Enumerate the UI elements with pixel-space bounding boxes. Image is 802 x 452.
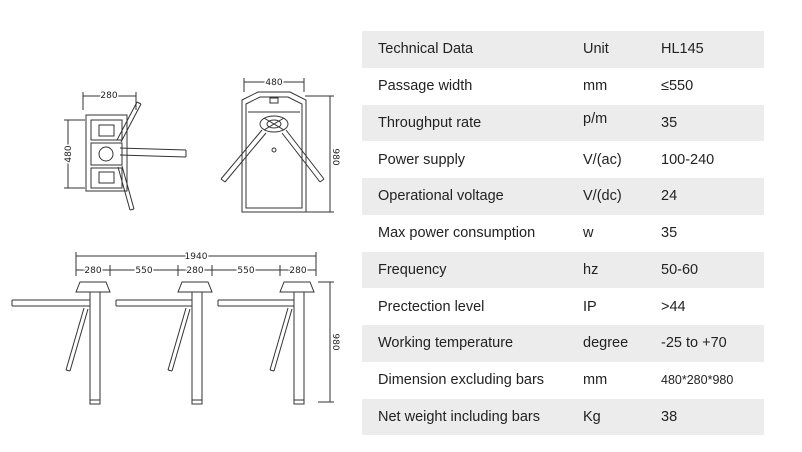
row-unit: w [583,225,594,242]
row-value: 50-60 [661,251,764,289]
row-unit: Kg [583,398,661,436]
row-name: Working temperature [362,325,583,362]
top-view-width-label: 280 [100,91,117,101]
top-view-height-label: 480 [64,145,74,162]
layout-segment-1-label: 280 [84,266,101,276]
row-unit: V/(dc) [583,178,661,215]
layout-segment-2-label: 550 [135,266,152,276]
row-name: Frequency [362,251,583,289]
layout-total-label: 1940 [185,252,208,262]
row-unit: degree [583,325,661,362]
table-row: Prectection level IP >44 [362,288,764,325]
front-view-width-label: 480 [265,78,282,88]
row-unit: mm [583,78,608,95]
row-unit: mm [583,372,608,389]
row-value: 480*280*980 [661,373,734,388]
table-row: Net weight including bars Kg 38 [362,398,764,436]
row-name: Power supply [378,151,466,168]
header-name: Technical Data [362,31,583,68]
technical-data-table: Technical Data Unit HL145 Passage width … [362,31,764,436]
table-row: Working temperature degree -25 to +70 [362,325,764,362]
row-name: Passage width [378,78,473,95]
layout-segment-3-label: 280 [186,266,203,276]
row-name: Prectection level [378,298,485,315]
row-unit: p/m [583,104,661,142]
top-view-drawing [64,92,187,211]
row-unit: hz [583,251,661,289]
row-value: ≤550 [661,78,694,95]
row-value: 38 [661,398,764,436]
table-row: Passage width mm ≤550 [362,68,764,105]
row-value: -25 to +70 [661,325,764,362]
table-row: Power supply V/(ac) 100-240 [362,141,764,178]
table-row: Max power consumption w 35 [362,215,764,252]
row-unit: IP [583,298,597,315]
layout-segment-5-label: 280 [289,266,306,276]
header-unit: Unit [583,31,661,68]
row-unit: V/(ac) [583,151,622,168]
row-value: 35 [661,225,678,242]
row-name: Dimension excluding bars [378,372,545,389]
table-row: Throughput rate p/m 35 [362,104,764,142]
header-model: HL145 [661,31,764,68]
front-view-drawing [220,78,334,213]
table-row: Operational voltage V/(dc) 24 [362,178,764,215]
technical-drawings: 280 480 480 980 [11,77,342,405]
layout-height-label: 980 [330,333,340,350]
row-value: 100-240 [661,151,715,168]
table-row: Frequency hz 50-60 [362,251,764,289]
row-name: Max power consumption [378,225,536,242]
layout-view-drawing [11,252,334,405]
table-row: Dimension excluding bars mm 480*280*980 [362,362,764,399]
row-value: 24 [661,178,764,215]
table-header-row: Technical Data Unit HL145 [362,31,764,68]
row-name: Operational voltage [362,178,583,215]
row-value: 35 [661,104,764,142]
row-name: Net weight including bars [362,398,583,436]
row-value: >44 [661,298,686,315]
layout-segment-4-label: 550 [237,266,254,276]
front-view-height-label: 980 [330,148,340,165]
row-name: Throughput rate [362,104,583,142]
